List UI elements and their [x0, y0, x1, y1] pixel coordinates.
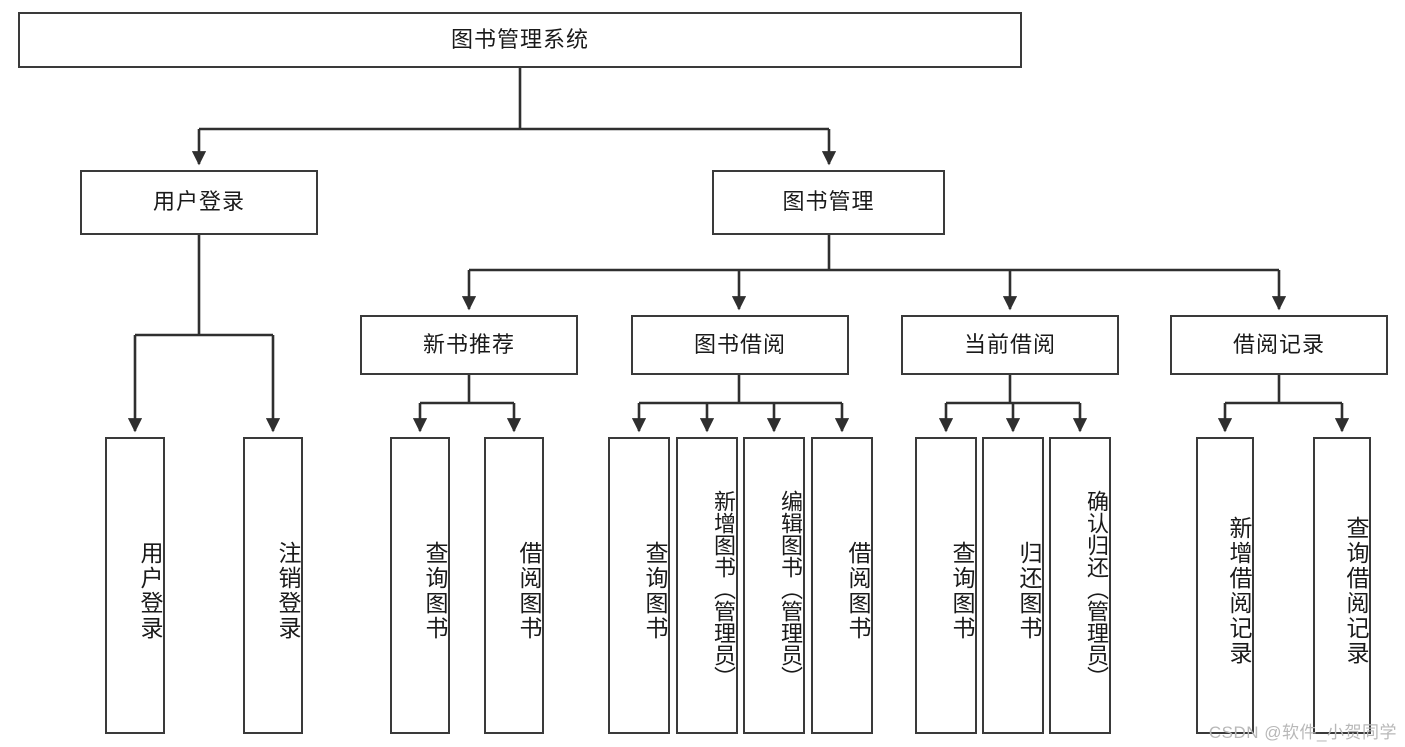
node-current-borrow[interactable]: 当前借阅: [901, 315, 1119, 375]
leaf-borrow-borrow-book-label: 借阅图书: [845, 540, 871, 641]
node-book-borrow[interactable]: 图书借阅: [631, 315, 849, 375]
leaf-current-query-book-label: 查询图书: [949, 540, 975, 641]
node-new-book-recommend-label: 新书推荐: [422, 331, 515, 357]
node-book-management[interactable]: 图书管理: [712, 170, 945, 235]
leaf-current-return-book[interactable]: 归还图书: [982, 437, 1044, 734]
node-borrow-record[interactable]: 借阅记录: [1170, 315, 1388, 375]
node-root-system-label: 图书管理系统: [450, 26, 589, 52]
leaf-recommend-query-book[interactable]: 查询图书: [390, 437, 450, 734]
leaf-current-confirm-return-admin-label: 确认归还（管理员）: [1084, 489, 1109, 688]
leaf-recommend-query-book-label: 查询图书: [422, 540, 448, 641]
leaf-record-add-record-label: 新增借阅记录: [1226, 515, 1252, 666]
leaf-borrow-add-book-admin-label: 新增图书（管理员）: [711, 489, 736, 688]
node-root-system[interactable]: 图书管理系统: [18, 12, 1022, 68]
leaf-user-login-signin[interactable]: 用户登录: [105, 437, 165, 734]
leaf-record-add-record[interactable]: 新增借阅记录: [1196, 437, 1254, 734]
leaf-current-query-book[interactable]: 查询图书: [915, 437, 977, 734]
leaf-user-login-signin-label: 用户登录: [137, 540, 163, 641]
leaf-user-login-signout-label: 注销登录: [275, 540, 301, 641]
leaf-record-query-record-label: 查询借阅记录: [1343, 515, 1369, 666]
leaf-user-login-signout[interactable]: 注销登录: [243, 437, 303, 734]
leaf-current-confirm-return-admin[interactable]: 确认归还（管理员）: [1049, 437, 1111, 734]
csdn-watermark: CSDN @软件_小贺同学: [1208, 723, 1397, 742]
leaf-current-return-book-label: 归还图书: [1016, 540, 1042, 641]
leaf-borrow-edit-book-admin-label: 编辑图书（管理员）: [778, 489, 803, 688]
leaf-recommend-borrow-book-label: 借阅图书: [516, 540, 542, 641]
node-current-borrow-label: 当前借阅: [963, 331, 1056, 357]
node-book-management-label: 图书管理: [782, 189, 875, 215]
leaf-borrow-query-book[interactable]: 查询图书: [608, 437, 670, 734]
node-borrow-record-label: 借阅记录: [1232, 331, 1325, 357]
node-user-login[interactable]: 用户登录: [80, 170, 318, 235]
leaf-borrow-query-book-label: 查询图书: [642, 540, 668, 641]
node-new-book-recommend[interactable]: 新书推荐: [360, 315, 578, 375]
leaf-borrow-edit-book-admin[interactable]: 编辑图书（管理员）: [743, 437, 805, 734]
leaf-record-query-record[interactable]: 查询借阅记录: [1313, 437, 1371, 734]
leaf-recommend-borrow-book[interactable]: 借阅图书: [484, 437, 544, 734]
node-book-borrow-label: 图书借阅: [693, 331, 786, 357]
leaf-borrow-add-book-admin[interactable]: 新增图书（管理员）: [676, 437, 738, 734]
leaf-borrow-borrow-book[interactable]: 借阅图书: [811, 437, 873, 734]
node-user-login-label: 用户登录: [152, 189, 245, 215]
